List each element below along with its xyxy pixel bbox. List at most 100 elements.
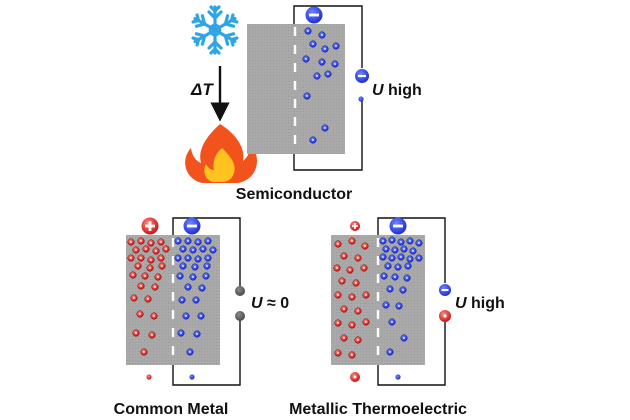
hole [334,291,342,299]
hole [142,245,150,253]
hole [348,351,356,359]
common-metal-plus-contact [141,217,159,235]
electron [397,253,405,261]
electron [332,42,340,50]
electron [204,254,212,262]
hole [137,237,145,245]
electron [304,27,312,35]
electron [321,124,329,132]
hole [140,348,148,356]
common-metal-top-terminal [235,286,245,296]
electron [303,92,311,100]
electron [184,254,192,262]
electron [174,254,182,262]
thermoelectric-holes [333,237,370,359]
electron [380,272,388,280]
thermoelectric-voltage-label: U high [455,295,505,312]
electron [179,245,187,253]
electron [202,272,210,280]
electron [400,245,408,253]
hole [340,305,348,313]
electron [184,237,192,245]
electron [399,286,407,294]
electron [176,272,184,280]
hole [137,282,145,290]
hole [134,262,142,270]
electron [397,238,405,246]
electron [309,136,317,144]
hole [147,239,155,247]
electron [189,246,197,254]
hole [362,291,370,299]
semiconductor-electrons [302,27,340,144]
hole [334,240,342,248]
fire-icon [185,124,258,183]
electron [198,284,206,292]
hole [148,331,156,339]
electron [203,262,211,270]
electron [321,45,329,53]
electron [386,285,394,293]
electron [192,296,200,304]
hole [154,273,162,281]
electron [184,283,192,291]
common-metal-minus-contact [183,217,201,235]
electron [403,274,411,282]
hole [150,312,158,320]
hole [130,294,138,302]
electron [415,254,423,262]
hole [136,310,144,318]
electron [313,72,321,80]
hole [348,321,356,329]
hole [348,293,356,301]
electron [395,302,403,310]
electron [199,245,207,253]
electron [204,237,212,245]
electron [318,58,326,66]
hole [346,266,354,274]
electron [384,262,392,270]
electron [309,40,317,48]
hole [157,254,165,262]
hole [348,237,356,245]
electron [382,245,390,253]
hole [362,318,370,326]
electron [388,236,396,244]
electron [186,348,194,356]
electron [415,239,423,247]
hole [129,271,137,279]
electron [406,255,414,263]
hole [141,272,149,280]
electron [406,237,414,245]
electron [379,253,387,261]
thermoelectric-caption: Metallic Thermoelectric [289,401,467,418]
electron [189,273,197,281]
common-metal-circuit-wire [172,217,241,290]
thermoelectric-minus-contact [389,217,407,235]
hole [137,254,145,262]
common-metal-caption: Common Metal [114,401,229,418]
common-metal-stray-hole [146,374,152,380]
electron [197,312,205,320]
thermoelectric-side-hole-contact [439,310,451,322]
electron [386,348,394,356]
electron [388,254,396,262]
semiconductor-stray-electron [358,96,364,102]
semiconductor-side-contact [355,69,369,83]
common-metal-holes [127,237,170,356]
hole [354,307,362,315]
hole [361,242,369,250]
electron [324,70,332,78]
snowflake-icon [191,5,239,55]
electron [191,263,199,271]
electron [177,329,185,337]
thermoelectric-electrons [379,236,423,356]
hole [333,264,341,272]
common-metal-voltage-label: U ≈ 0 [251,295,289,312]
electron [400,334,408,342]
common-metal-electrons [174,237,217,356]
semiconductor-voltage-label: U high [372,82,422,99]
electron [404,262,412,270]
thermoelectric-side-electron-contact [439,284,451,296]
common-metal-bottom-terminal [235,311,245,321]
